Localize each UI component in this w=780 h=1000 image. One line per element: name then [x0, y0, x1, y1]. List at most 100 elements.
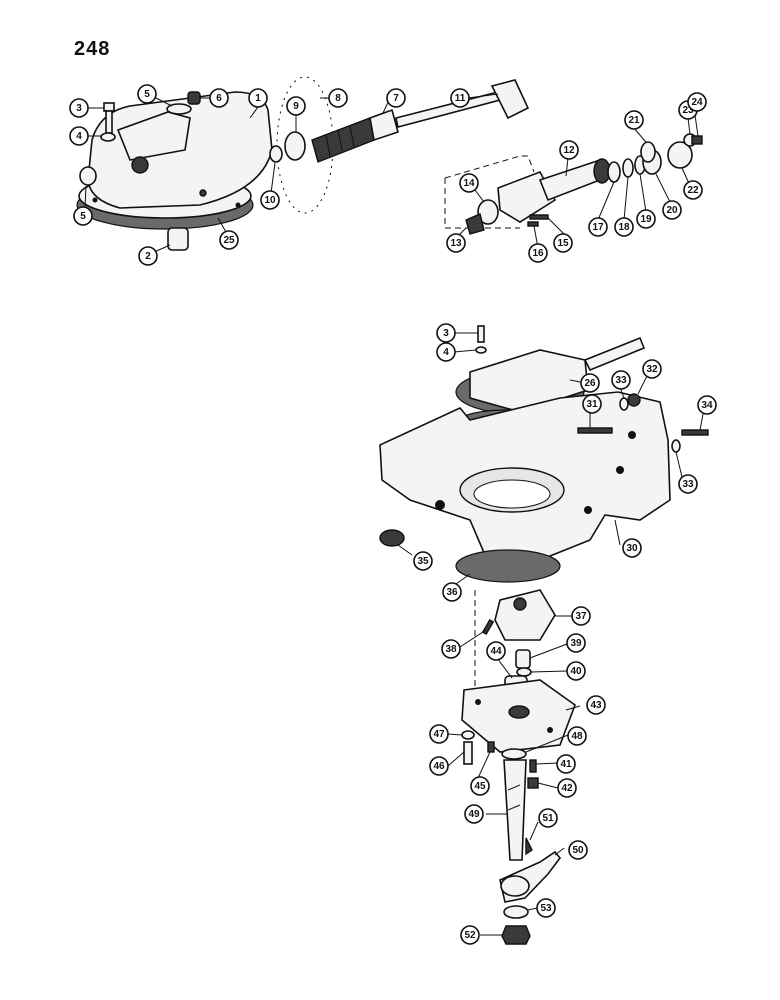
- cap-screw-3-top: [103, 102, 115, 134]
- callout-40: 40: [566, 661, 586, 681]
- callout-42: 42: [557, 778, 577, 798]
- washer-47: [461, 730, 475, 740]
- callout-15: 15: [553, 233, 573, 253]
- callout-label: 42: [561, 783, 573, 794]
- callout-45: 45: [470, 776, 490, 796]
- callout-label: 43: [590, 700, 602, 711]
- callout-label: 22: [687, 185, 699, 196]
- callout-35: 35: [413, 551, 433, 571]
- screw-45: [487, 741, 495, 753]
- callout-label: 46: [433, 761, 445, 772]
- callout-label: 50: [572, 845, 584, 856]
- washer-33-right: [671, 439, 681, 453]
- alignment-line-upper: [444, 155, 535, 179]
- callout-4: 4: [436, 342, 456, 362]
- callout-5: 5: [73, 206, 93, 226]
- callout-3: 3: [436, 323, 456, 343]
- callout-18: 18: [614, 217, 634, 237]
- callout-label: 33: [682, 479, 694, 490]
- front-bolster-30: [379, 391, 671, 561]
- callout-46: 46: [429, 756, 449, 776]
- callout-label: 39: [570, 638, 582, 649]
- callout-label: 7: [393, 93, 399, 104]
- race-21: [640, 141, 656, 163]
- callout-37: 37: [571, 606, 591, 626]
- callout-label: 49: [468, 809, 480, 820]
- callout-25: 25: [219, 230, 239, 250]
- lock-washer-4-bottom: [475, 346, 487, 354]
- callout-label: 47: [433, 729, 445, 740]
- o-ring-5-top: [166, 103, 192, 115]
- nut-24-25: [691, 135, 703, 145]
- lock-washer-4-top: [100, 132, 116, 142]
- callout-label: 23: [682, 105, 694, 116]
- callout-19: 19: [636, 209, 656, 229]
- callout-label: 2: [145, 251, 151, 262]
- callout-21: 21: [624, 110, 644, 130]
- callout-16: 16: [528, 243, 548, 263]
- callout-label: 51: [542, 813, 554, 824]
- washer-33-top: [619, 397, 629, 411]
- spring-39: [515, 649, 531, 669]
- callout-label: 3: [443, 328, 449, 339]
- callout-39: 39: [566, 633, 586, 653]
- callout-50: 50: [568, 840, 588, 860]
- callout-label: 4: [76, 131, 82, 142]
- bracket-37: [494, 589, 556, 641]
- callout-label: 10: [264, 195, 276, 206]
- callout-label: 20: [666, 205, 678, 216]
- callout-38: 38: [441, 639, 461, 659]
- nut-22: [667, 141, 693, 169]
- callout-label: 34: [701, 400, 713, 411]
- callout-label: 48: [571, 731, 583, 742]
- callout-32: 32: [642, 359, 662, 379]
- callout-label: 33: [615, 375, 627, 386]
- callout-22: 22: [683, 180, 703, 200]
- callout-48: 48: [567, 726, 587, 746]
- callout-2: 2: [138, 246, 158, 266]
- callout-label: 30: [626, 543, 638, 554]
- callout-label: 40: [570, 666, 582, 677]
- callout-13: 13: [446, 233, 466, 253]
- callout-3: 3: [69, 98, 89, 118]
- plug-6: [187, 91, 201, 105]
- washer-16: [527, 221, 539, 227]
- plug-13: [465, 213, 485, 235]
- callout-8: 8: [328, 88, 348, 108]
- callout-14: 14: [459, 173, 479, 193]
- callout-11: 11: [450, 88, 470, 108]
- washer-9: [284, 131, 306, 161]
- callout-10: 10: [260, 190, 280, 210]
- callout-label: 6: [216, 93, 222, 104]
- callout-label: 16: [532, 248, 544, 259]
- callout-7: 7: [386, 88, 406, 108]
- callout-6: 6: [209, 88, 229, 108]
- callout-label: 4: [443, 347, 449, 358]
- o-ring-5-left: [79, 166, 97, 186]
- bolt-46: [463, 741, 473, 765]
- steering-gear-housing: [76, 91, 273, 230]
- callout-33: 33: [678, 474, 698, 494]
- callout-label: 3: [76, 103, 82, 114]
- washer-53: [503, 905, 529, 919]
- fitting-41: [529, 759, 537, 773]
- callout-label: 32: [646, 364, 658, 375]
- callout-group-bottom: 3426303132333334353637383940414243444546…: [413, 323, 717, 945]
- callout-52: 52: [460, 925, 480, 945]
- key-51: [525, 837, 533, 856]
- seal-14: [477, 199, 499, 225]
- callout-5: 5: [137, 84, 157, 104]
- callout-label: 37: [575, 611, 587, 622]
- callout-label: 5: [80, 211, 86, 222]
- callout-4: 4: [69, 126, 89, 146]
- callout-label: 13: [450, 238, 462, 249]
- cover-plate-11: [490, 79, 530, 120]
- gasket-36: [455, 549, 561, 583]
- pin-38: [481, 618, 495, 636]
- callout-label: 12: [563, 145, 575, 156]
- callout-31: 31: [582, 394, 602, 414]
- callout-41: 41: [556, 754, 576, 774]
- callout-47: 47: [429, 724, 449, 744]
- screw-15: [529, 214, 549, 220]
